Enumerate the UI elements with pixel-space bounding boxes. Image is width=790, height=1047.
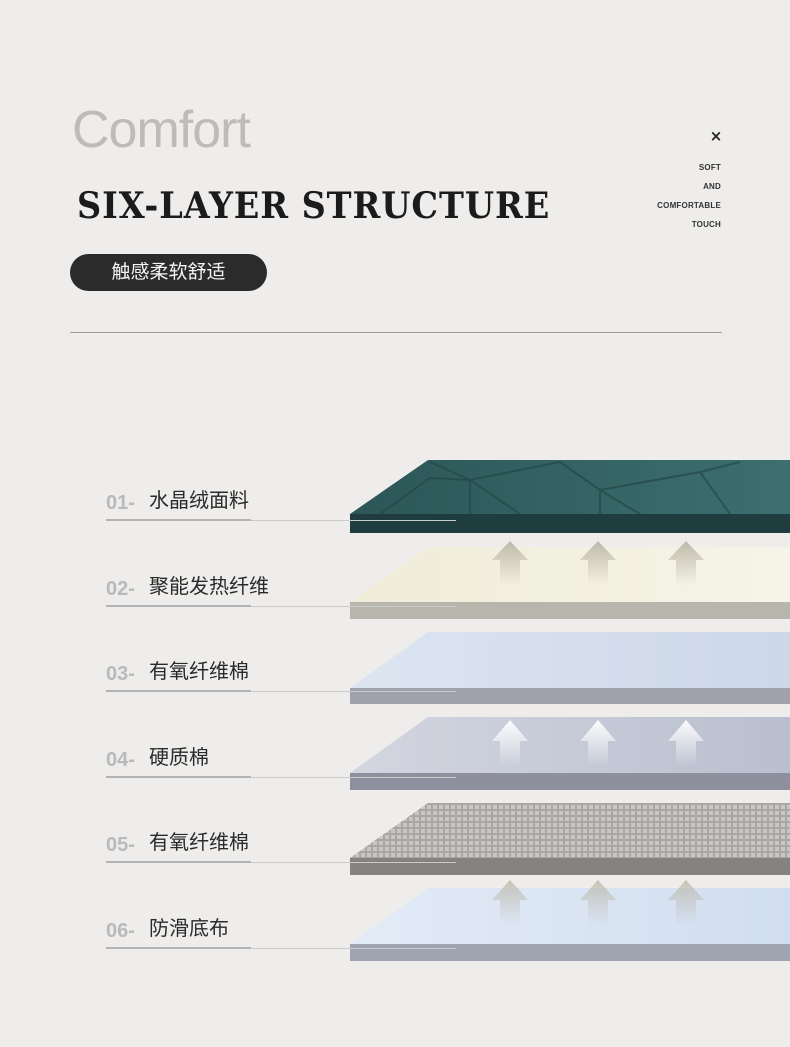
up-arrow-icon xyxy=(668,541,704,585)
layer-name: 硬质棉 xyxy=(149,745,209,769)
layer-3-cotton xyxy=(350,632,790,704)
layer-2-heat-fiber xyxy=(350,547,790,619)
layer-name: 有氧纤维棉 xyxy=(149,830,249,854)
layer-name: 有氧纤维棉 xyxy=(149,659,249,683)
side-caption-line: AND xyxy=(703,182,721,191)
up-arrow-icon xyxy=(492,541,528,585)
up-arrow-icon xyxy=(580,880,616,925)
close-icon[interactable]: × xyxy=(709,127,723,145)
side-caption-line: COMFORTABLE xyxy=(657,201,721,210)
tag-pill: 触感柔软舒适 xyxy=(70,254,267,291)
label-underline xyxy=(106,519,251,521)
label-leader-line xyxy=(251,520,456,521)
layer-5-mesh xyxy=(350,803,790,875)
layer-1-velvet xyxy=(350,460,790,533)
label-underline xyxy=(106,947,251,949)
layer-name: 防滑底布 xyxy=(149,916,229,940)
divider xyxy=(70,332,722,333)
label-leader-line xyxy=(251,777,456,778)
label-leader-line xyxy=(251,691,456,692)
up-arrow-icon xyxy=(492,880,528,925)
label-leader-line xyxy=(251,948,456,949)
label-underline xyxy=(106,605,251,607)
label-underline xyxy=(106,776,251,778)
up-arrow-icon xyxy=(668,720,704,766)
layer-name: 水晶绒面料 xyxy=(149,488,249,512)
label-leader-line xyxy=(251,606,456,607)
up-arrow-icon xyxy=(580,541,616,585)
layer-6-base xyxy=(350,888,790,961)
layer-number: 03- xyxy=(106,663,135,685)
label-leader-line xyxy=(251,862,456,863)
side-caption-line: SOFT xyxy=(698,163,721,172)
layer-number: 06- xyxy=(106,920,135,942)
up-arrow-icon xyxy=(668,880,704,925)
side-caption: SOFT AND COMFORTABLE TOUCH xyxy=(611,158,721,234)
comfort-heading: Comfort xyxy=(72,101,251,159)
layer-4-hard-cotton xyxy=(350,717,790,790)
layer-number: 01- xyxy=(106,492,135,514)
structure-title: SIX-LAYER STRUCTURE xyxy=(77,185,551,227)
label-underline xyxy=(106,861,251,863)
side-caption-line: TOUCH xyxy=(691,220,721,229)
layer-number: 02- xyxy=(106,578,135,600)
layer-number: 04- xyxy=(106,749,135,771)
layer-name: 聚能发热纤维 xyxy=(149,574,269,598)
up-arrow-icon xyxy=(492,720,528,766)
up-arrow-icon xyxy=(580,720,616,766)
label-underline xyxy=(106,690,251,692)
layer-number: 05- xyxy=(106,834,135,856)
